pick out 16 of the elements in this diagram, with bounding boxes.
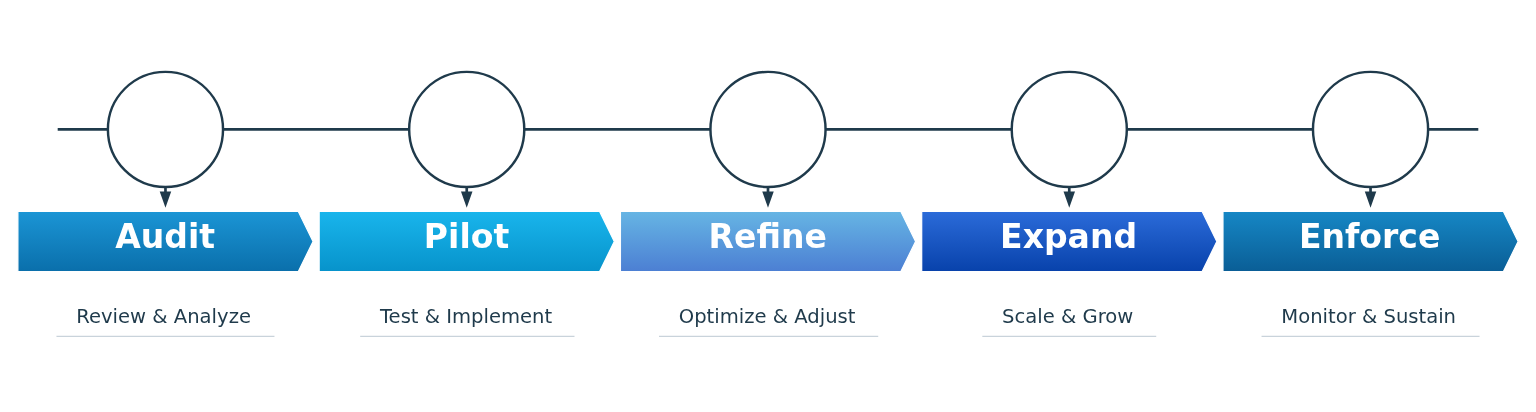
node-label: Review & Analyze: [76, 304, 251, 328]
connector: [1428, 128, 1479, 131]
connector: [524, 128, 711, 131]
node-circle: [407, 70, 526, 189]
connector: [1126, 128, 1313, 131]
node-circle: [106, 70, 225, 189]
node-label: Test & Implement: [379, 304, 553, 328]
node-label: Optimize & Adjust: [678, 304, 856, 328]
connector: [223, 128, 410, 131]
node-circle: [1010, 70, 1129, 189]
connector: [57, 128, 108, 131]
node-label: Scale & Grow: [1002, 304, 1134, 328]
node-circle: [709, 70, 827, 189]
node-circle: [1311, 70, 1430, 189]
node-label: Monitor & Sustain: [1281, 304, 1457, 328]
connector: [825, 128, 1012, 131]
